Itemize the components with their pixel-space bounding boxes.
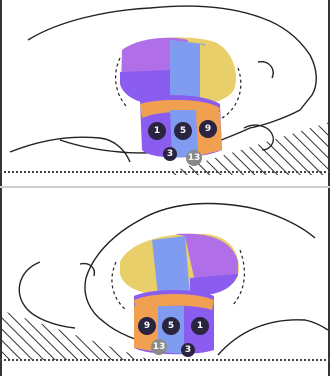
ear-top <box>258 62 273 78</box>
marker-bottom-1-label: 1 <box>197 321 203 331</box>
shoulder-bottom <box>218 320 328 355</box>
marker-bottom-5: 5 <box>162 317 180 335</box>
shoulder-top <box>10 137 130 162</box>
marker-top-3: 3 <box>163 147 177 161</box>
marker-bottom-13-label: 13 <box>153 342 166 352</box>
marker-top-1-label: 1 <box>154 126 160 136</box>
marker-top-1: 1 <box>148 122 166 140</box>
marker-bottom-3: 3 <box>181 343 195 357</box>
marker-bottom-9-label: 9 <box>144 321 150 331</box>
marker-top-3-label: 3 <box>167 149 173 159</box>
marker-bottom-3-label: 3 <box>185 345 191 355</box>
marker-top-5: 5 <box>174 122 192 140</box>
marker-top-13-label: 13 <box>188 153 201 163</box>
floor-hatch-bottom <box>0 310 150 360</box>
marker-bottom-1: 1 <box>191 317 209 335</box>
marker-top-13: 13 <box>186 150 202 166</box>
marker-bottom-9: 9 <box>138 317 156 335</box>
marker-top-9: 9 <box>199 120 217 138</box>
bottom-panel: 9 5 1 13 3 <box>0 204 330 360</box>
marker-bottom-5-label: 5 <box>168 321 174 331</box>
cerebrum-bottom <box>120 234 239 296</box>
top-panel: 1 5 9 3 13 <box>0 6 330 175</box>
back-bottom <box>19 262 75 328</box>
marker-top-5-label: 5 <box>180 126 186 136</box>
marker-bottom-13: 13 <box>151 339 167 355</box>
marker-top-9-label: 9 <box>205 124 211 134</box>
